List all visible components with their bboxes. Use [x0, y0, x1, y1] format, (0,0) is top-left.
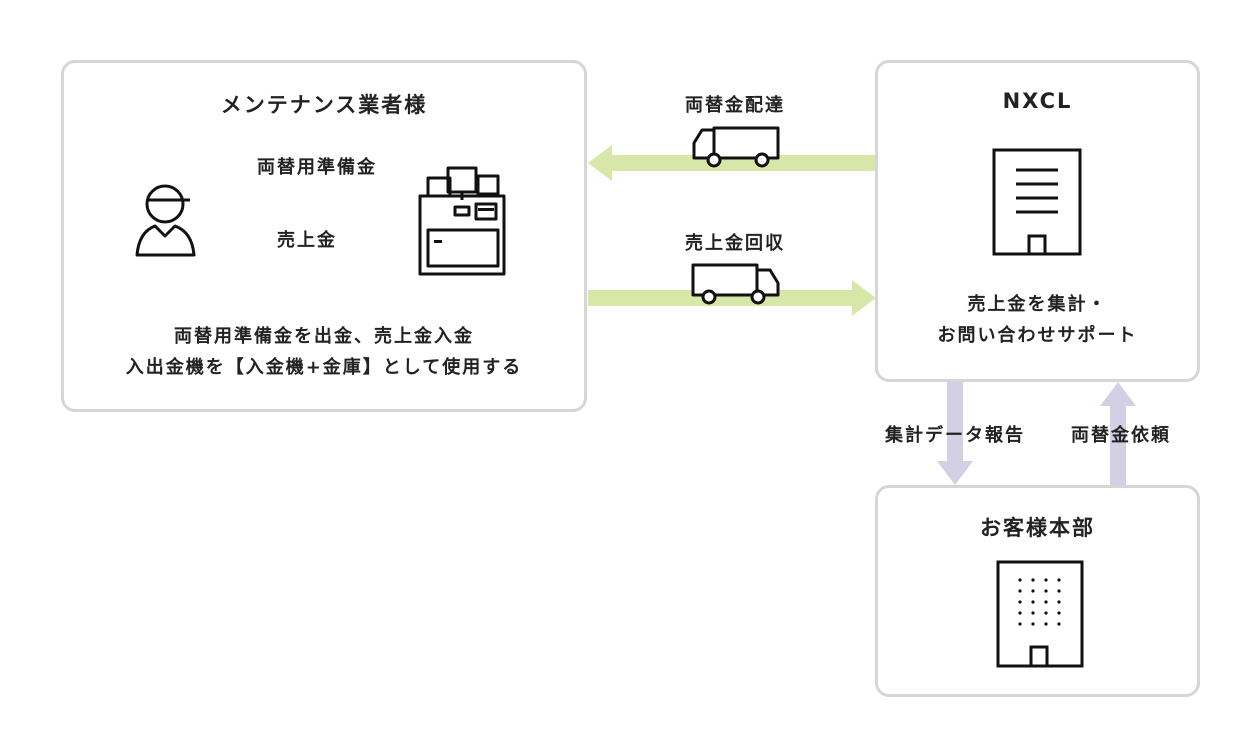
- nxcl-title: NXCL: [1002, 89, 1073, 113]
- maintenance-description: 両替用準備金を出金、売上金入金 入出金機を【入金機+金庫】として使用する: [64, 321, 584, 383]
- customer-box: お客様本部: [875, 485, 1200, 697]
- nxcl-description: 売上金を集計・ お問い合わせサポート: [878, 289, 1197, 351]
- report-arrow: [937, 382, 973, 485]
- nxcl-box: NXCL 売上金を集計・ お問い合わせサポート: [875, 60, 1200, 382]
- collection-label: 売上金回収: [685, 233, 785, 254]
- maintenance-description-line2: 入出金機を【入金機+金庫】として使用する: [125, 357, 523, 378]
- nxcl-description-line2: お問い合わせサポート: [937, 325, 1138, 346]
- maintenance-description-line1: 両替用準備金を出金、売上金入金: [174, 326, 474, 347]
- report-label: 集計データ報告: [885, 425, 1025, 446]
- sales-label: 売上金: [277, 230, 337, 251]
- delivery-arrow: [588, 145, 876, 181]
- request-label: 両替金依頼: [1071, 425, 1171, 446]
- nxcl-description-line1: 売上金を集計・: [967, 294, 1108, 315]
- change-fund-label: 両替用準備金: [257, 157, 377, 178]
- delivery-label: 両替金配達: [685, 95, 785, 116]
- collection-arrow: [588, 280, 876, 316]
- customer-title: お客様本部: [980, 516, 1095, 540]
- request-arrow: [1100, 382, 1136, 485]
- maintenance-title: メンテナンス業者様: [220, 93, 428, 117]
